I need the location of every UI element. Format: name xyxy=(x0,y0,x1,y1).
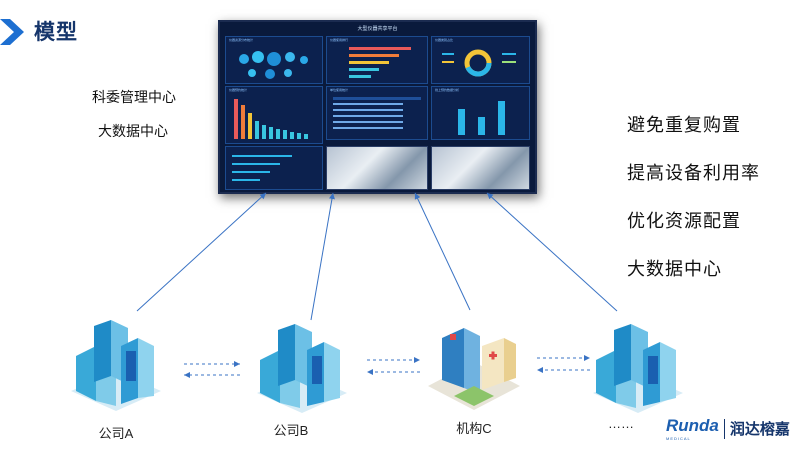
panel-online-analysis: 线上预约数据分析 xyxy=(431,86,530,140)
building-icon-others xyxy=(593,324,683,413)
page-title: 模型 xyxy=(34,21,78,44)
label-big-data-center-left: 大数据中心 xyxy=(98,123,168,139)
panel-unit-usage: 单位使用统计 xyxy=(326,86,428,140)
label-management-center: 科委管理中心 xyxy=(92,89,176,105)
point-optimize: 优化资源配置 xyxy=(627,211,741,231)
panel-bottom-bars xyxy=(225,146,323,190)
logo-sub: MEDICAL xyxy=(666,436,691,441)
logo-chinese: 润达榕嘉 xyxy=(729,421,790,438)
hospital-icon-institution-c xyxy=(428,328,520,410)
point-avoid-duplicate: 避免重复购置 xyxy=(627,115,741,135)
building-icon-company-b xyxy=(257,324,347,413)
logo-brand: Runda xyxy=(666,416,719,435)
dashboard-screen: 大型仪器共享平台 仪器资源分布统计 仪器使用排行 仪器类别占比 xyxy=(218,20,537,194)
point-utilization: 提高设备利用率 xyxy=(627,163,760,183)
monitor-photo-2 xyxy=(431,146,530,190)
point-big-data: 大数据中心 xyxy=(627,259,722,279)
chevron-right-icon xyxy=(0,19,24,45)
runda-logo: Runda MEDICAL 润达榕嘉 xyxy=(666,416,790,441)
label-ellipsis: …… xyxy=(608,416,634,431)
building-icon-company-a xyxy=(71,320,161,411)
label-institution-c: 机构C xyxy=(456,421,492,436)
panel-usage-ranking: 仪器使用排行 xyxy=(326,36,428,84)
logo-divider xyxy=(723,418,725,439)
panel-resource-distribution: 仪器资源分布统计 xyxy=(225,36,323,84)
label-company-b: 公司B xyxy=(273,423,309,438)
panel-booking-stats: 仪器预约统计 xyxy=(225,86,323,144)
label-company-a: 公司A xyxy=(98,426,134,441)
monitor-photo-1 xyxy=(326,146,428,190)
screen-title: 大型仪器共享平台 xyxy=(357,26,398,32)
panel-category-ratio: 仪器类别占比 xyxy=(431,36,530,84)
